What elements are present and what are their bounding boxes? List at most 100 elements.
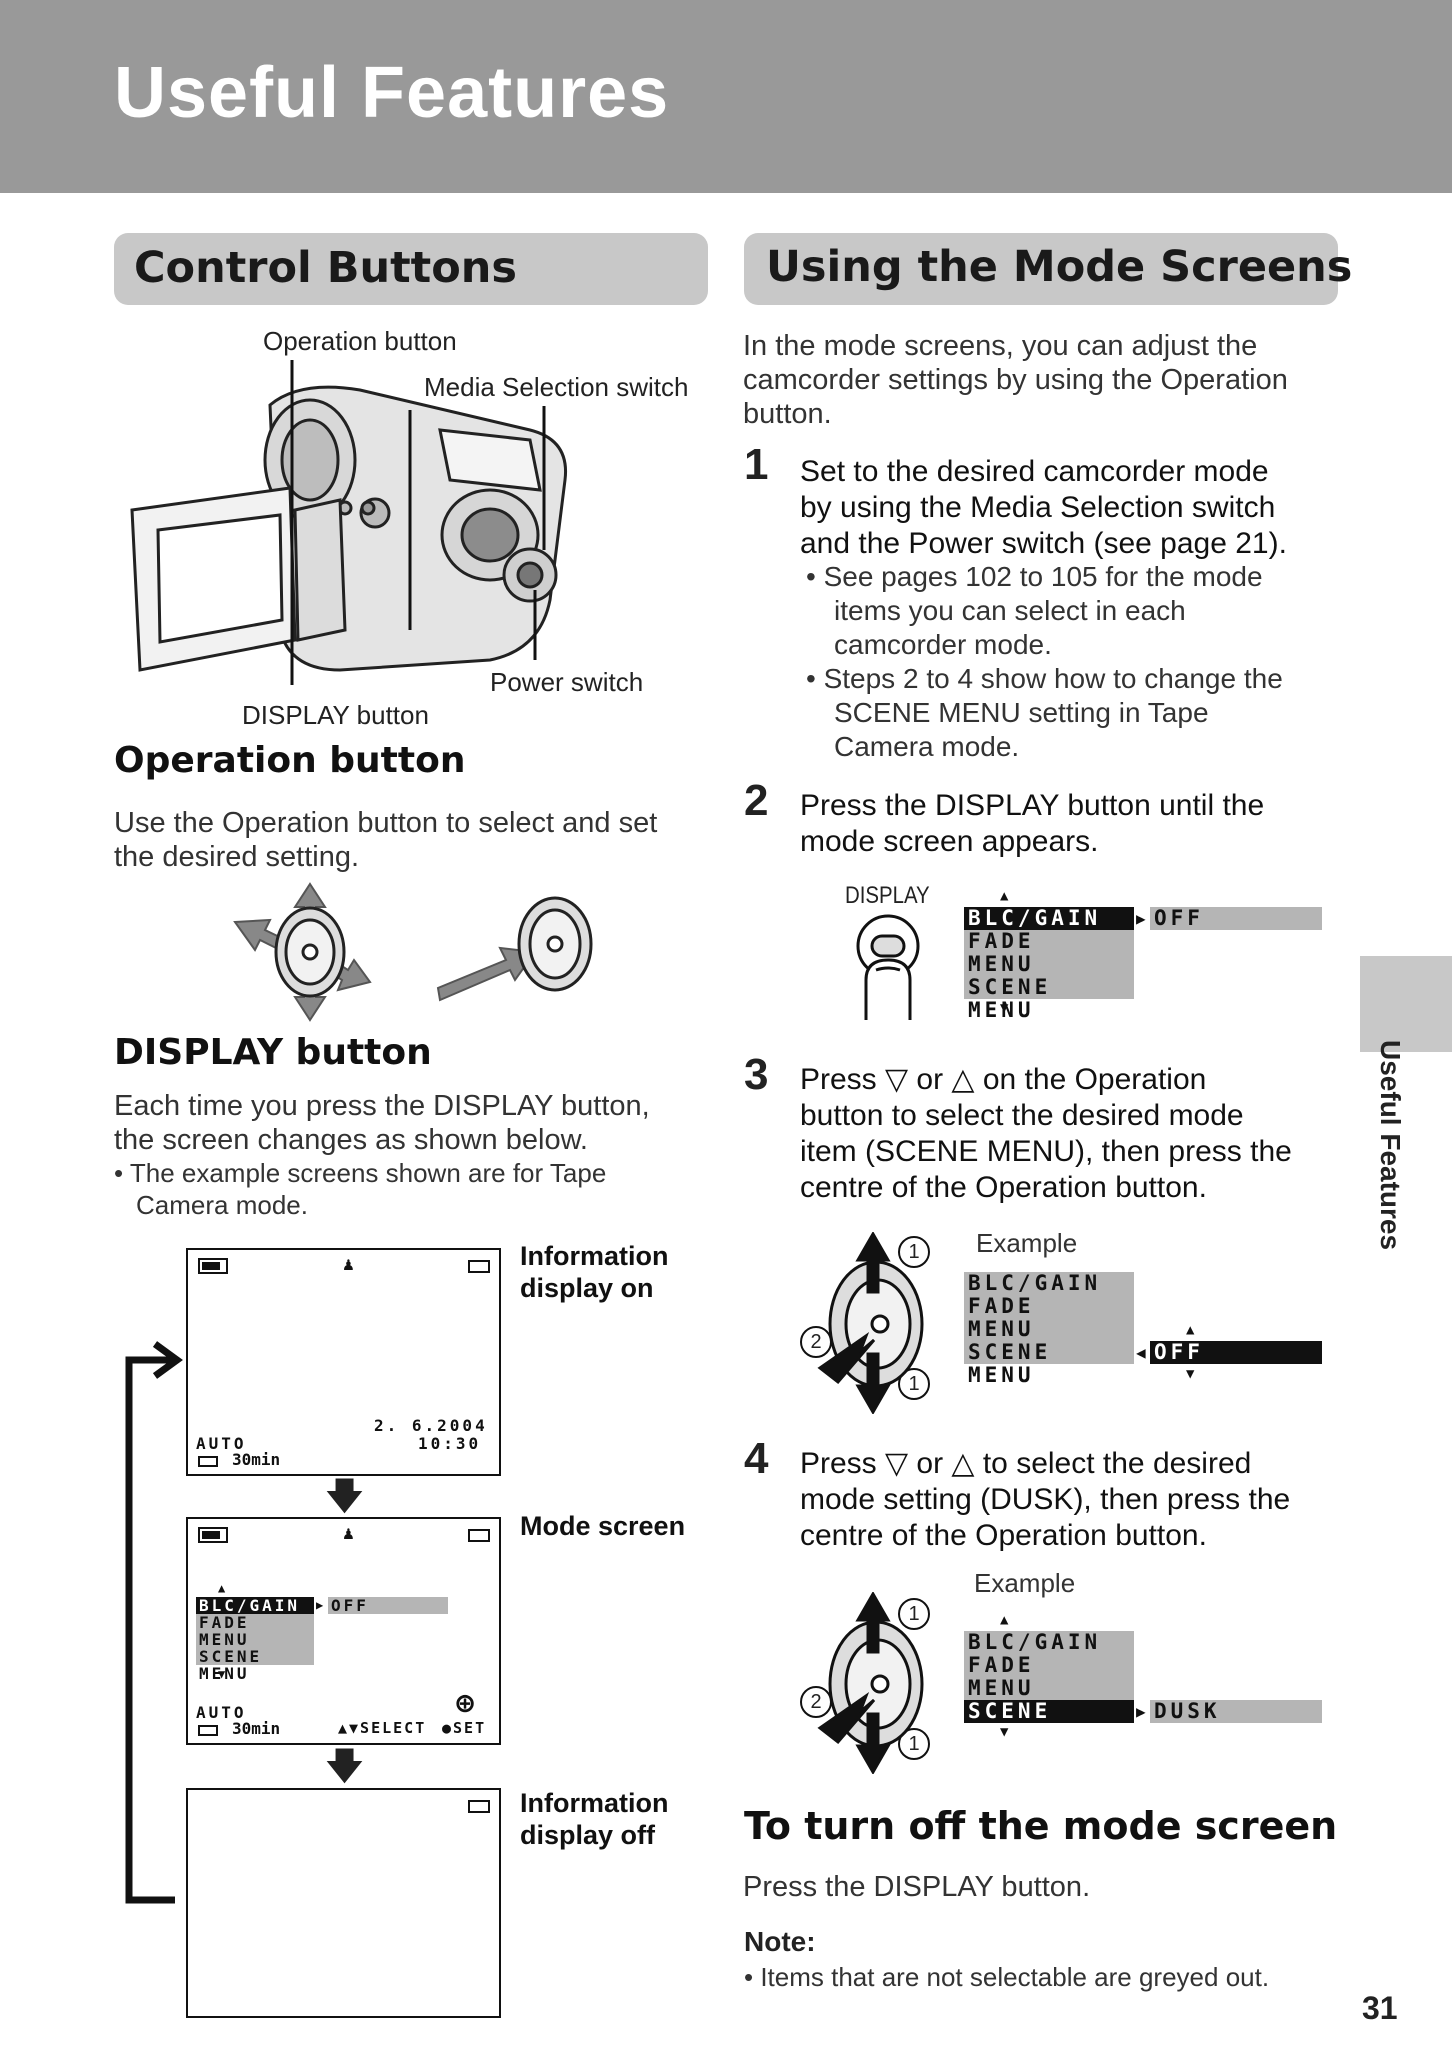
- page-title: Useful Features: [114, 53, 670, 133]
- text-line: the screen changes as shown below.: [114, 1124, 588, 1156]
- menu-item-blc-gain: BLC/GAIN: [196, 1597, 314, 1614]
- marker-1: 1: [898, 1368, 930, 1400]
- step-number: 3: [744, 1050, 769, 1099]
- info-on-label: Information display on: [520, 1240, 669, 1304]
- example-label: Example: [974, 1568, 1076, 1598]
- turn-off-text: Press the DISPLAY button.: [743, 1871, 1091, 1903]
- operation-button-press-illustration: [817, 1232, 924, 1414]
- side-tab-label-area: Useful Features: [1362, 1040, 1452, 1260]
- down-arrow-icon: ▼: [1186, 1366, 1195, 1382]
- page-header: [0, 0, 1452, 193]
- tape-icon: [198, 1456, 218, 1467]
- text-line: • The example screens shown are for Tape: [114, 1158, 607, 1188]
- mode-screen-label: Mode screen: [520, 1511, 686, 1541]
- text-line: display off: [520, 1820, 656, 1850]
- down-arrow-icon: 🡇: [326, 1475, 364, 1516]
- step-number: 2: [744, 776, 769, 825]
- operation-button-text: Use the Operation button to select and s…: [114, 806, 657, 874]
- text-line: by using the Media Selection switch: [800, 491, 1276, 524]
- tape-icon: [468, 1529, 490, 1542]
- text-line: and the Power switch (see page 21).: [800, 527, 1287, 560]
- menu-item-fade: FADE: [964, 930, 1134, 953]
- camcorder-illustration: [130, 360, 568, 685]
- up-arrow-icon: ▲: [1000, 1612, 1009, 1628]
- auto-mode-label: AUTO: [196, 1434, 247, 1453]
- text-line: • Steps 2 to 4 show how to change the: [806, 663, 1283, 694]
- note-text: • Items that are not selectable are grey…: [744, 1962, 1270, 1992]
- info-off-label: Information display off: [520, 1787, 669, 1851]
- marker-2: 2: [800, 1686, 832, 1718]
- text-line: centre of the Operation button.: [800, 1519, 1207, 1552]
- menu-item-fade: FADE: [196, 1614, 314, 1631]
- select-hint: ▲▼SELECT: [338, 1719, 427, 1737]
- down-arrow-icon: ▼: [218, 1667, 226, 1681]
- menu-item-menu: MENU: [964, 1318, 1134, 1341]
- menu-value-dusk: DUSK: [1150, 1700, 1322, 1723]
- operation-button-press-illustration: [817, 1592, 924, 1774]
- down-arrow-icon: ▼: [1000, 1724, 1009, 1740]
- menu-item-menu: MENU: [964, 953, 1134, 976]
- menu-item-fade: FADE: [964, 1654, 1134, 1677]
- text-line: Camera mode.: [136, 1190, 308, 1220]
- display-button-note: • The example screens shown are for Tape…: [114, 1157, 606, 1221]
- marker-1: 1: [898, 1728, 930, 1760]
- step-2-text: Press the DISPLAY button until the mode …: [800, 788, 1264, 860]
- text-line: Camera mode.: [834, 731, 1020, 762]
- screen-info-off: [186, 1788, 501, 2018]
- up-arrow-icon: ▲: [218, 1581, 226, 1595]
- text-line: button to select the desired mode: [800, 1099, 1244, 1132]
- date-readout: 2. 6.2004: [374, 1416, 488, 1435]
- example-label: Example: [976, 1228, 1078, 1258]
- menu-item-scene-menu: SCENE MENU: [964, 1700, 1134, 1746]
- display-button-text: Each time you press the DISPLAY button, …: [114, 1089, 650, 1157]
- text-line: button.: [743, 398, 832, 430]
- right-pointer-icon: ▶: [1136, 909, 1146, 928]
- text-line: mode setting (DUSK), then press the: [800, 1483, 1291, 1516]
- remaining-time: 30min: [232, 1719, 281, 1738]
- step-1-bullets: • See pages 102 to 105 for the mode item…: [806, 560, 1283, 764]
- display-key-label: DISPLAY: [845, 882, 930, 909]
- text-line: In the mode screens, you can adjust the: [743, 330, 1258, 362]
- menu-item-scene-menu: SCENE MENU: [964, 976, 1134, 1022]
- up-arrow-icon: ▲: [1186, 1322, 1195, 1338]
- menu-item-blc-gain: BLC/GAIN: [964, 907, 1134, 930]
- text-line: Use the Operation button to select and s…: [114, 807, 658, 839]
- side-tab-label: Useful Features: [1375, 1040, 1406, 1251]
- text-line: Set to the desired camcorder mode: [800, 455, 1269, 488]
- text-line: • See pages 102 to 105 for the mode: [806, 561, 1263, 592]
- text-line: Press ▽ or △ on the Operation: [800, 1063, 1207, 1096]
- mode-screens-title: Using the Mode Screens: [766, 242, 1353, 292]
- text-line: the desired setting.: [114, 841, 360, 873]
- set-hint: ●SET: [442, 1719, 487, 1737]
- text-line: centre of the Operation button.: [800, 1171, 1207, 1204]
- down-arrow-icon: 🡇: [326, 1745, 364, 1786]
- menu-item-scene-menu: SCENE MENU: [196, 1648, 314, 1682]
- marker-1: 1: [898, 1598, 930, 1630]
- control-buttons-title: Control Buttons: [134, 243, 517, 293]
- menu-item-blc-gain: BLC/GAIN: [964, 1272, 1134, 1295]
- text-line: item (SCENE MENU), then press the: [800, 1135, 1292, 1168]
- control-buttons-bar: [114, 233, 708, 305]
- marker-1: 1: [898, 1236, 930, 1268]
- page-number: 31: [1362, 1990, 1398, 2026]
- text-line: Information: [520, 1788, 669, 1818]
- media-selection-callout: Media Selection switch: [424, 372, 689, 402]
- menu-item-menu: MENU: [196, 1631, 314, 1648]
- text-line: display on: [520, 1273, 654, 1303]
- person-icon: ♟: [343, 1254, 354, 1275]
- battery-icon: [198, 1527, 228, 1543]
- text-line: Press the DISPLAY button until the: [800, 789, 1265, 822]
- text-line: SCENE MENU setting in Tape: [834, 697, 1209, 728]
- down-arrow-icon: ▼: [1000, 1000, 1009, 1016]
- tape-icon: [468, 1800, 490, 1813]
- left-pointer-icon: ◀: [1136, 1343, 1146, 1362]
- right-pointer-icon: ▶: [1136, 1702, 1146, 1721]
- person-icon: ♟: [343, 1523, 354, 1544]
- text-line: Press ▽ or △ to select the desired: [800, 1447, 1252, 1480]
- marker-2: 2: [800, 1326, 832, 1358]
- menu-value-off: OFF: [1150, 907, 1322, 930]
- finger-press-illustration: [856, 914, 920, 1020]
- menu-value-off: OFF: [1150, 1341, 1322, 1364]
- text-line: Each time you press the DISPLAY button,: [114, 1090, 650, 1122]
- remaining-time: 30min: [232, 1450, 281, 1469]
